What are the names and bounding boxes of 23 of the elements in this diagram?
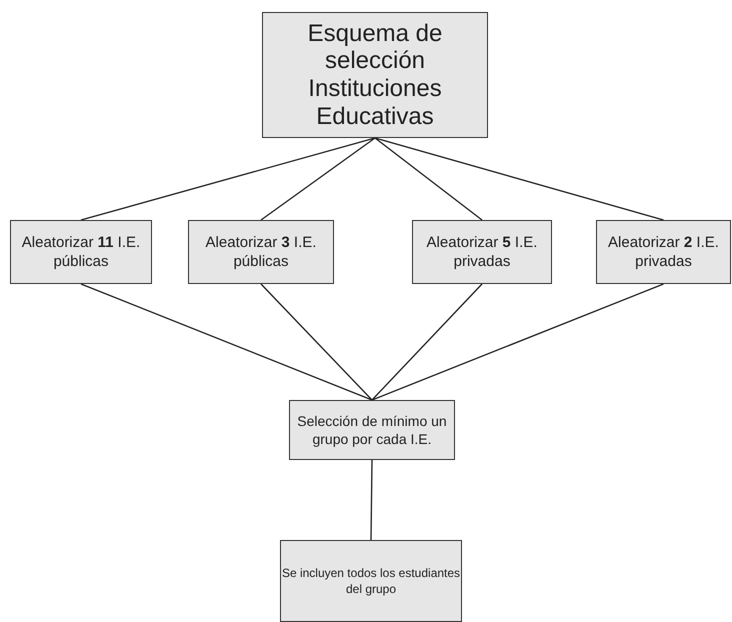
process-box [596,220,731,284]
process-box [412,220,552,284]
connector-line [260,284,372,400]
connector-line [370,460,373,540]
box-text: Selección de mínimo un grupo por cada I.E. [296,412,448,448]
box-text: Aleatorizar 2 I.E. privadas [607,232,720,272]
box-text: Aleatorizar 3 I.E. públicas [204,232,318,272]
box-text: Aleatorizar 5 I.E. privadas [426,232,538,272]
connector-line [80,283,372,401]
process-box [289,400,455,460]
connector-line [372,284,482,400]
connector-line [374,137,664,221]
connector-line [260,137,376,221]
connector-line [372,283,664,401]
box-text: Aleatorizar 11 I.E. públicas [20,232,142,272]
connector-line [374,137,482,221]
process-box [10,220,152,284]
process-box [280,540,462,622]
connector-line [80,137,376,221]
process-box [188,220,334,284]
box-text: Se incluyen todos los estudiantes del grupo [281,564,461,598]
box-text: Esquema de selección Instituciones Educativas [306,20,444,130]
process-box [262,12,488,138]
